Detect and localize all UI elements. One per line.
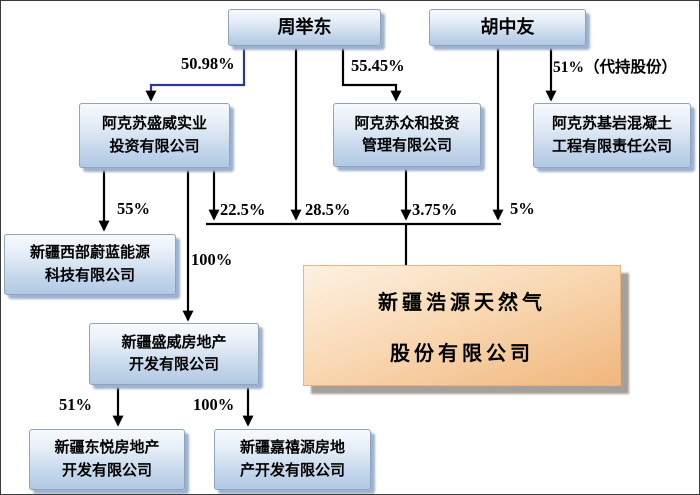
node-label-line2: 投资有限公司 [109,137,200,155]
node-aksu-jiyan-concrete: 阿克苏基岩混凝土 工程有限责任公司 [533,103,691,168]
node-hu-zhongyou: 胡中友 [429,9,586,46]
node-label-line1: 新疆东悦房地产 [54,439,160,456]
node-aksu-zhonghe-investment: 阿克苏众和投资 管理有限公司 [333,103,481,167]
node-label: 周举东 [277,17,332,37]
node-label-line2: 管理有限公司 [361,137,452,154]
label-realty-to-dongyue-pct: 51% [59,395,92,414]
edge-zhou-to-aksu-shengwei [145,44,246,102]
node-xinjiang-shengwei-realty: 新疆盛威房地产 开发有限公司 [89,323,259,385]
node-label-line2: 工程有限责任公司 [551,137,672,155]
node-aksu-shengwei-investment: 阿克苏盛威实业 投资有限公司 [79,103,230,168]
node-xinjiang-dongyue-realty: 新疆东悦房地产 开发有限公司 [29,429,185,490]
node-label-line2: 产开发有限公司 [239,461,345,479]
node-xinjiang-haoyuan-gas: 新疆浩源天然气 股份有限公司 [303,265,621,386]
node-label-line1: 阿克苏基岩混凝土 [551,115,672,132]
label-zhou-to-aksu-zhonghe-pct: 55.45% [351,56,405,75]
node-label-line1: 新疆西部蔚蓝能源 [29,244,150,261]
label-hu-to-haoyuan-pct: 5% [510,199,535,218]
label-aksu-shengwei-to-haoyuan-pct: 22.5% [220,200,266,219]
node-label-line1: 新疆嘉禧源房地 [239,439,345,456]
node-label-line1: 阿克苏盛威实业 [101,115,207,132]
node-zhou-judong: 周举东 [228,9,381,46]
node-label-line2: 开发有限公司 [61,461,152,479]
label-zhou-to-aksu-shengwei-pct: 50.98% [181,54,235,73]
node-label-line2: 股份有限公司 [390,342,534,365]
edge-zhou-to-aksu-zhonghe [341,44,402,102]
label-aksu-zhonghe-to-haoyuan-pct: 3.75% [412,200,458,219]
label-hu-to-aksu-jiyan-pct: 51%（代持股份） [553,59,678,76]
label-realty-to-jiaxiyuan-pct: 100% [193,395,235,414]
label-aksu-shengwei-to-realty-pct: 100% [191,250,233,269]
node-xinjiang-weilan-energy: 新疆西部蔚蓝能源 科技有限公司 [4,234,176,295]
node-xinjiang-jiaxiyuan-realty: 新疆嘉禧源房地 产开发有限公司 [214,429,371,490]
node-label-line1: 阿克苏众和投资 [354,114,460,132]
node-label-line2: 开发有限公司 [128,356,219,373]
label-aksu-shengwei-to-weilan-pct: 55% [117,199,150,218]
node-label: 胡中友 [480,17,535,37]
node-label-line1: 新疆盛威房地产 [121,333,227,351]
label-zhou-to-haoyuan-pct: 28.5% [305,200,351,219]
node-label-line1: 新疆浩源天然气 [378,291,546,314]
node-label-line2: 科技有限公司 [44,266,135,284]
